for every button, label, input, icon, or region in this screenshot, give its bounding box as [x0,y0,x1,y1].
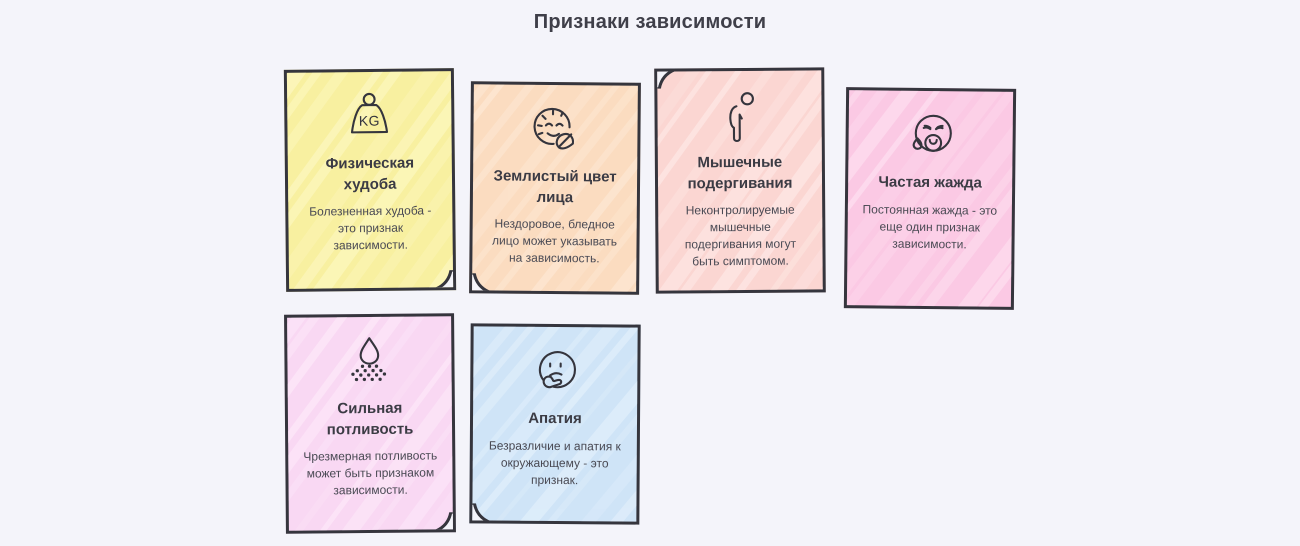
face-leaf-icon [527,99,584,167]
card-title: Землистый цвет лица [493,167,617,206]
standing-person-icon [711,85,767,153]
card-description: Нездоровое, бледное лицо может указывать… [491,216,618,266]
card-description: Болезненная худоба - это признак зависим… [309,203,432,253]
svg-text:KG: KG [359,113,380,129]
card-description: Неконтролируемые мышечные подергивания м… [684,202,797,269]
sweat-drop-icon [341,331,398,399]
card-title: Апатия [528,409,582,428]
thirsty-face-icon [902,105,959,174]
card-title: Физическая худоба [325,154,415,193]
weight-kg-icon: KG [341,86,398,155]
thinking-face-icon [527,341,583,409]
card-title: Сильная потливость [326,399,414,439]
card-description: Чрезмерная потливость может быть признак… [303,448,438,498]
card-title: Мышечные подергивания [687,153,793,193]
card-description: Постоянная жажда - это еще один признак … [862,201,998,252]
card-title: Частая жажда [878,173,983,192]
page-title: Признаки зависимости [533,11,767,33]
card-description: Безразличие и апатия к окружающему - это… [488,438,621,487]
